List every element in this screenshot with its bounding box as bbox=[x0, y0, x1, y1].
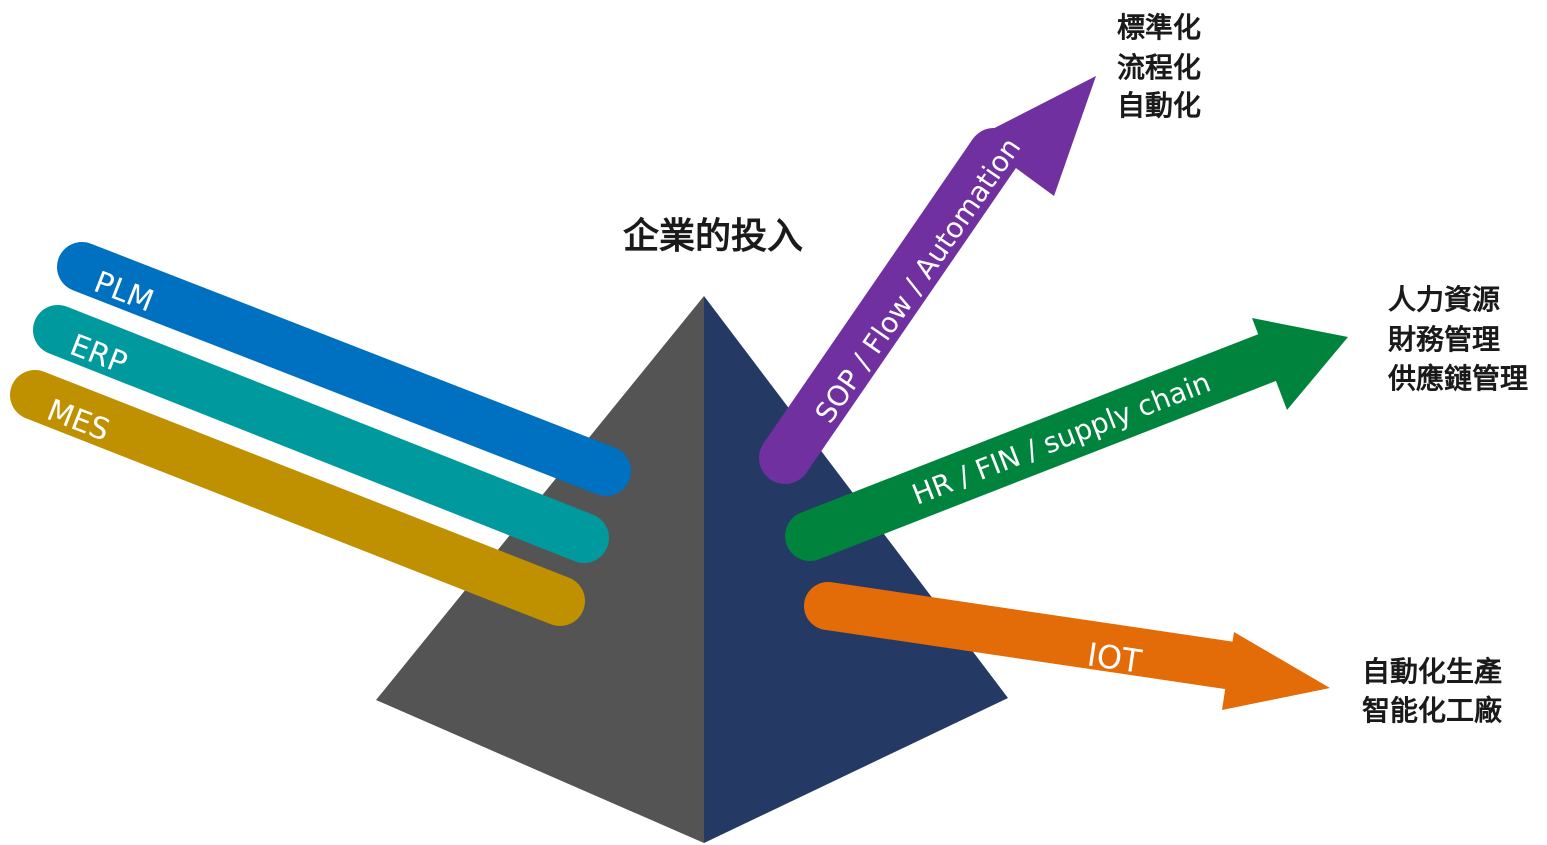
output-arrows: SOP / Flow / Automation HR / FIN / suppl… bbox=[759, 76, 1348, 710]
beam-mes bbox=[10, 370, 585, 626]
result-text: 流程化 bbox=[1117, 51, 1201, 84]
arrow-head-iot bbox=[1222, 632, 1330, 710]
result-text: 財務管理 bbox=[1388, 323, 1500, 356]
result-text: 人力資源 bbox=[1388, 283, 1500, 316]
beam-plm bbox=[57, 242, 631, 496]
result-text: 自動化 bbox=[1117, 89, 1201, 122]
result-text: 自動化生產 bbox=[1362, 655, 1502, 688]
output-arrow-iot: IOT bbox=[804, 582, 1330, 710]
output-arrow-sop: SOP / Flow / Automation bbox=[759, 76, 1096, 484]
arrow-head-sop bbox=[975, 76, 1096, 196]
arrow-label-iot: IOT bbox=[1085, 635, 1145, 681]
result-text: 智能化工廠 bbox=[1362, 694, 1503, 727]
diagram-title: 企業的投入 bbox=[623, 215, 803, 257]
results-iot: 自動化生產 智能化工廠 bbox=[1362, 655, 1503, 727]
result-text: 供應鏈管理 bbox=[1387, 362, 1528, 395]
arrow-label-hr: HR / FIN / supply chain bbox=[908, 366, 1216, 512]
results-hr: 人力資源 財務管理 供應鏈管理 bbox=[1387, 283, 1528, 395]
arrow-shaft-hr bbox=[785, 333, 1291, 561]
arrow-shaft-sop bbox=[759, 128, 1020, 484]
result-text: 標準化 bbox=[1117, 11, 1201, 44]
arrow-head-hr bbox=[1252, 318, 1348, 410]
results-sop: 標準化 流程化 自動化 bbox=[1117, 11, 1201, 122]
beam-erp bbox=[33, 305, 609, 563]
arrow-shaft-iot bbox=[804, 582, 1264, 691]
arrow-label-sop: SOP / Flow / Automation bbox=[809, 132, 1028, 429]
output-arrow-hr: HR / FIN / supply chain bbox=[785, 318, 1348, 561]
